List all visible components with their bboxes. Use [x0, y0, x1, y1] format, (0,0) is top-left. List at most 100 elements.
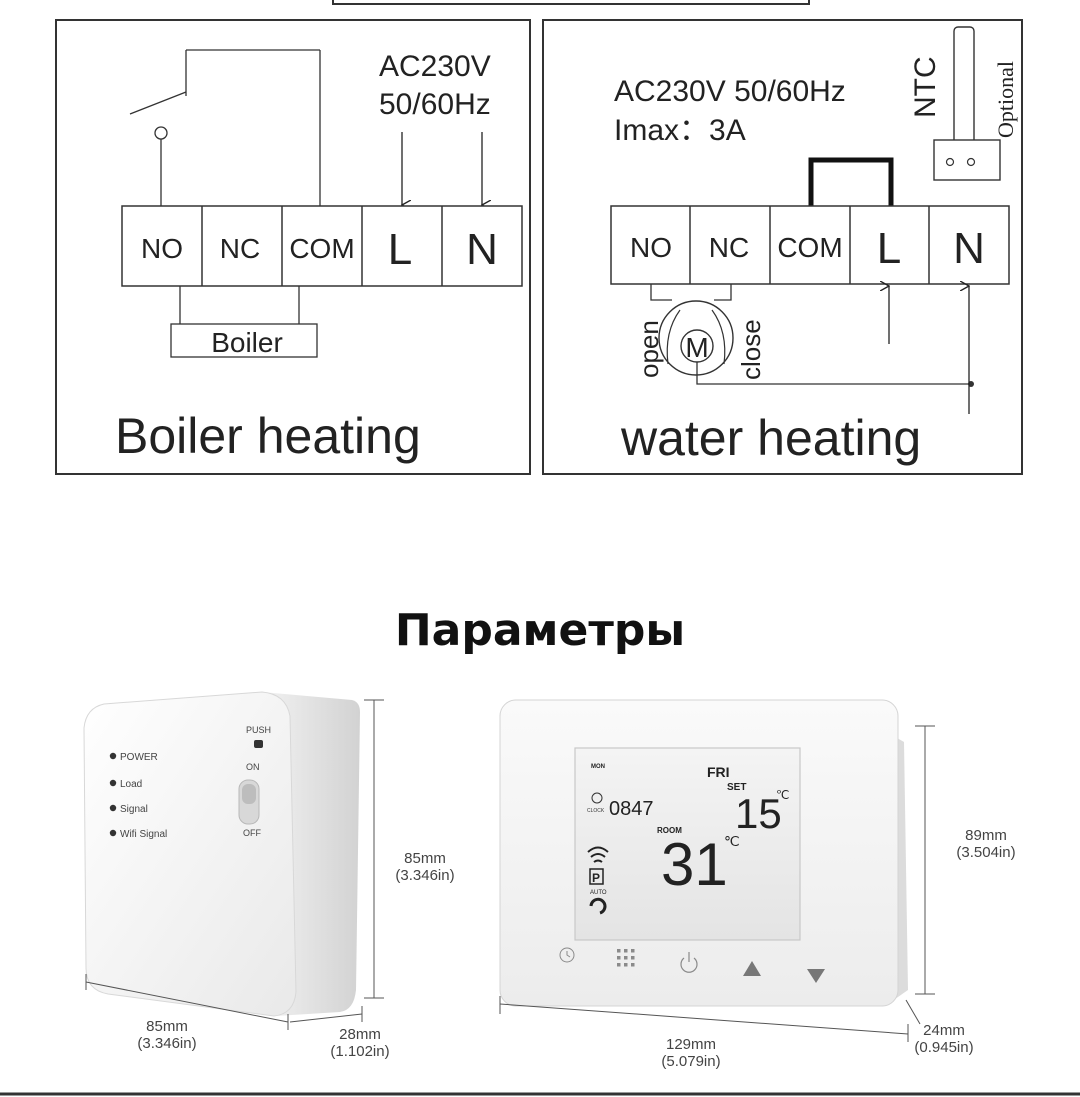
com-l-jumper — [808, 157, 894, 206]
boiler-wiring-panel: AC230V 50/60Hz NO NC COM L N Boiler Boil… — [55, 19, 531, 475]
relay-switch-arm — [129, 91, 187, 115]
water-terminal-block: NO NC COM L N — [610, 205, 1010, 285]
boiler-terminal-l: L — [388, 225, 412, 274]
receiver-width-mm: 85mm — [146, 1018, 188, 1035]
motor-label: M — [685, 332, 708, 363]
lcd-set-label: SET — [727, 782, 746, 793]
lcd-room-label: ROOM — [657, 826, 682, 835]
signal-led-icon — [109, 804, 117, 812]
thermostat-width-in: (5.079in) — [661, 1053, 720, 1070]
thermostat-height-in: (3.504in) — [956, 844, 1015, 861]
lcd-screen — [574, 747, 801, 941]
thermostat-depth-mm: 24mm — [923, 1022, 965, 1039]
grid-dot — [631, 956, 635, 960]
motor-open-label: open — [634, 320, 664, 378]
water-terminal-nc: NC — [709, 232, 749, 263]
boiler-supply-voltage: AC230V — [379, 50, 491, 83]
grid-dot — [624, 949, 628, 953]
boiler-load-label: Boiler — [211, 327, 283, 358]
grid-dot — [624, 956, 628, 960]
up-arrow-icon[interactable] — [743, 961, 761, 976]
push-label: PUSH — [246, 725, 271, 735]
motor-close-wire — [714, 284, 732, 301]
lcd-p-label: P — [592, 871, 600, 885]
receiver-front-face — [83, 691, 297, 1017]
motor-close-label: close — [736, 319, 766, 380]
thermostat-depth-in: (0.945in) — [914, 1039, 973, 1056]
indicator-power: POWER — [120, 752, 158, 763]
thermostat-width-dim — [499, 1003, 909, 1035]
power-slide-knob — [242, 784, 256, 804]
ntc-sensor-icon — [933, 26, 1001, 181]
lcd-clock-time: 0847 — [609, 798, 654, 820]
thermostat-height-mm: 89mm — [965, 827, 1007, 844]
boiler-terminal-no: NO — [141, 233, 183, 264]
thermostat-depth-dim — [905, 999, 921, 1025]
indicator-wifi-signal: Wifi Signal — [120, 829, 167, 840]
lcd-auto-label: AUTO — [590, 890, 607, 896]
power-led-icon — [109, 752, 117, 760]
motor-open-wire — [650, 284, 672, 301]
boiler-terminal-block: NO NC COM L N — [121, 205, 523, 287]
lcd-auto-cycle-icon — [589, 897, 607, 915]
lcd-clock-icon — [591, 792, 603, 804]
indicator-signal: Signal — [120, 804, 148, 815]
water-terminal-l: L — [877, 224, 901, 273]
receiver-height-mm: 85mm — [404, 850, 446, 867]
boiler-terminal-com: COM — [289, 233, 354, 264]
lcd-day-top: MON — [591, 764, 605, 770]
lcd-room-temp: 31 — [661, 831, 728, 898]
grid-dot — [617, 949, 621, 953]
grid-dot — [617, 963, 621, 967]
grid-icon[interactable] — [617, 949, 635, 967]
motor-open-arrow — [666, 309, 681, 365]
thermostat-device: MON FRI SET 15 ℃ CLOCK 0847 ROOM 31 ℃ P … — [499, 699, 1016, 1070]
receiver-device: POWER Load Signal Wifi Signal PUSH ON OF… — [83, 691, 455, 1060]
thermostat-width-mm: 129mm — [666, 1036, 716, 1053]
water-terminal-com: COM — [777, 232, 842, 263]
boiler-terminal-n: N — [466, 225, 498, 274]
lcd-day-main: FRI — [707, 764, 730, 780]
boiler-supply-frequency: 50/60Hz — [379, 88, 491, 121]
ntc-label: NTC — [909, 56, 942, 118]
water-supply-current: Imax：3A — [614, 114, 746, 147]
relay-contact-icon — [154, 126, 168, 140]
receiver-depth-dim — [289, 1013, 363, 1023]
receiver-height-in: (3.346in) — [395, 867, 454, 884]
boiler-caption: Boiler heating — [115, 408, 421, 464]
water-supply-voltage: AC230V 50/60Hz — [614, 75, 846, 108]
lcd-set-unit: ℃ — [776, 788, 789, 802]
grid-dot — [617, 956, 621, 960]
boiler-load-box — [170, 323, 318, 358]
load-led-icon — [109, 779, 117, 787]
grid-dot — [631, 949, 635, 953]
lcd-clock-label: CLOCK — [587, 808, 605, 814]
on-label: ON — [246, 762, 260, 772]
lcd-p-box — [589, 868, 604, 885]
grid-dot — [624, 963, 628, 967]
grid-dot — [631, 963, 635, 967]
receiver-width-in: (3.346in) — [137, 1035, 196, 1052]
water-terminal-n: N — [953, 224, 985, 273]
wifi-signal-led-icon — [109, 829, 117, 837]
boiler-terminal-nc: NC — [220, 233, 260, 264]
lcd-set-temp: 15 — [735, 790, 782, 837]
power-icon[interactable] — [680, 952, 698, 973]
indicator-load: Load — [120, 779, 142, 790]
water-terminal-no: NO — [630, 232, 672, 263]
water-wiring-panel: AC230V 50/60Hz Imax：3A NTC Optional NO N… — [542, 19, 1023, 475]
section-title: Параметры — [394, 605, 686, 656]
clock-icon[interactable] — [559, 947, 575, 963]
optional-label: Optional — [993, 61, 1018, 138]
off-label: OFF — [243, 828, 261, 838]
lcd-wifi-icon — [587, 846, 609, 863]
push-button[interactable] — [254, 740, 263, 748]
water-caption: water heating — [620, 410, 921, 466]
receiver-width-dim — [85, 981, 289, 1023]
receiver-depth-in: (1.102in) — [330, 1043, 389, 1060]
motor-close-arrow — [711, 309, 726, 365]
down-arrow-icon[interactable] — [807, 969, 825, 983]
lcd-room-unit: ℃ — [724, 833, 740, 849]
receiver-depth-mm: 28mm — [339, 1026, 381, 1043]
